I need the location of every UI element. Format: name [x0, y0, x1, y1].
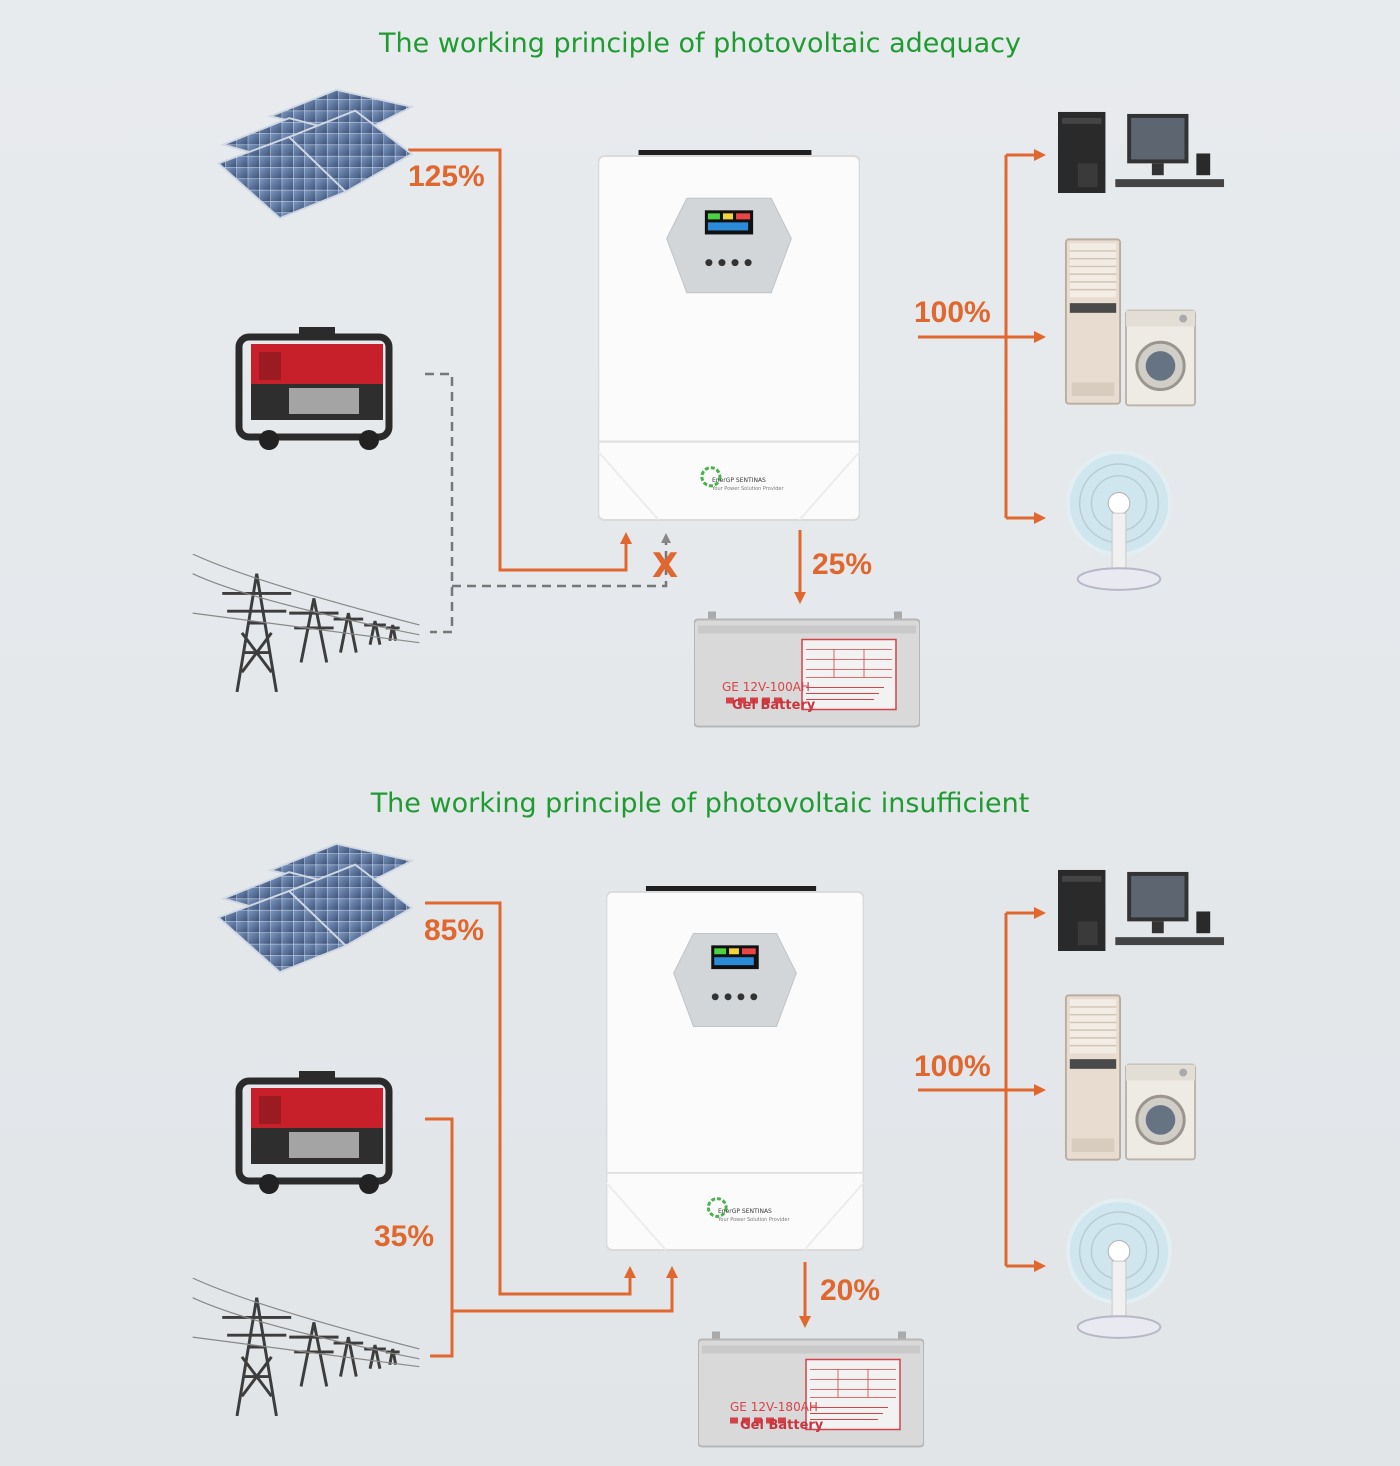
- bottom-battery-percent: 20%: [820, 1274, 881, 1307]
- bottom-load-flow-line: [918, 907, 1046, 1272]
- air-conditioner-icon: [1064, 234, 1122, 410]
- bottom-pv-percent: 85%: [424, 914, 485, 947]
- bottom-grid-percent: 35%: [374, 1220, 435, 1253]
- battery-type-text: Gel Battery: [740, 1418, 824, 1433]
- generator-icon: [228, 322, 400, 462]
- top-pv-percent: 125%: [408, 160, 485, 193]
- top-load-percent: 100%: [914, 296, 991, 329]
- bottom-pv-flow-line: [425, 901, 636, 1296]
- inverter-brand-text: EnerGP SENTINAS: [718, 1208, 772, 1215]
- top-load-flow-line: [918, 149, 1046, 524]
- power-tower-icon: [192, 554, 420, 692]
- washing-machine-icon: [1124, 1062, 1198, 1162]
- top-battery-percent: 25%: [812, 548, 873, 581]
- computer-icon: [1058, 862, 1226, 956]
- solar-panel-icon: [210, 88, 425, 220]
- inverter-icon: [598, 150, 860, 522]
- bottom-load-percent: 100%: [914, 1050, 991, 1083]
- washing-machine-icon: [1124, 308, 1198, 408]
- inverter-slogan-text: Your Power Solution Provider: [718, 1217, 790, 1223]
- computer-icon: [1058, 104, 1226, 198]
- battery-type-text: Gel Battery: [732, 698, 816, 713]
- inverter-slogan-text: Your Power Solution Provider: [712, 486, 784, 492]
- top-blocked-mark: X: [652, 546, 679, 586]
- power-tower-icon: [192, 1278, 420, 1416]
- bottom-grid-flow-line: [425, 1117, 678, 1358]
- top-grid-dashed-line: [425, 372, 671, 634]
- battery-model-text: GE 12V-180AH: [730, 1400, 818, 1414]
- fan-icon: [1060, 1196, 1178, 1346]
- air-conditioner-icon: [1064, 990, 1122, 1166]
- fan-icon: [1060, 448, 1178, 598]
- battery-model-text: GE 12V-100AH: [722, 680, 810, 694]
- inverter-brand-text: EnerGP SENTINAS: [712, 477, 766, 484]
- bottom-title: The working principle of photovoltaic in…: [370, 788, 1030, 819]
- top-title: The working principle of photovoltaic ad…: [379, 28, 1021, 59]
- inverter-icon: [606, 886, 864, 1252]
- top-pv-flow-line: [408, 148, 632, 572]
- generator-icon: [228, 1066, 400, 1206]
- solar-panel-icon: [210, 842, 425, 974]
